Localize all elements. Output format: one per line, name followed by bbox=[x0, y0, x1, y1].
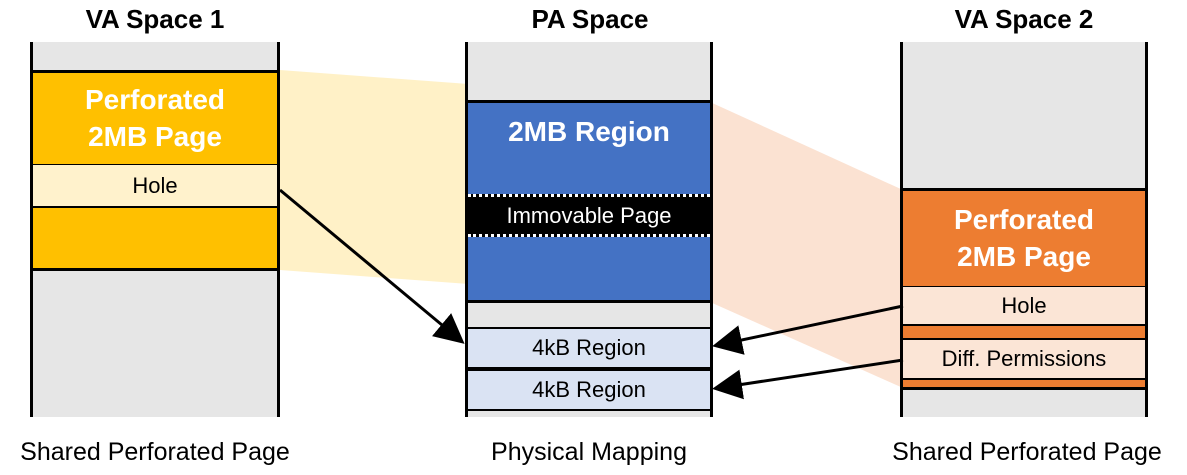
va2-caption: Shared Perforated Page bbox=[892, 438, 1162, 466]
va2-diff-permissions: Diff. Permissions bbox=[900, 338, 1148, 380]
va1-perforated-page: Perforated 2MB Page bbox=[30, 70, 280, 164]
arrow-va2-diff-to-4kb-b bbox=[712, 358, 904, 400]
va-space-2-title: VA Space 2 bbox=[954, 4, 1094, 34]
va2-perforated-strip-a bbox=[900, 326, 1148, 338]
pa-4kb-region-b-label: 4kB Region bbox=[532, 377, 646, 402]
va2-page-label-line1: Perforated bbox=[953, 203, 1095, 235]
va1-page-label-line1: Perforated bbox=[84, 83, 226, 115]
pa-space-title: PA Space bbox=[531, 4, 649, 34]
va1-perforated-page-lower bbox=[30, 208, 280, 271]
pa-4kb-region-a: 4kB Region bbox=[465, 327, 713, 369]
va-space-1-title: VA Space 1 bbox=[85, 4, 225, 34]
pa-immovable-page-label: Immovable Page bbox=[506, 202, 672, 228]
va1-page-label-line2: 2MB Page bbox=[88, 120, 222, 152]
va1-caption: Shared Perforated Page bbox=[20, 438, 290, 466]
pa-4kb-region-a-label: 4kB Region bbox=[532, 335, 646, 360]
va2-page-label-line2: 2MB Page bbox=[957, 240, 1091, 272]
va1-hole-label: Hole bbox=[132, 172, 178, 198]
pa-4kb-region-b: 4kB Region bbox=[465, 369, 713, 411]
va2-perforated-strip-b bbox=[900, 380, 1148, 390]
pa-2mb-region-label: 2MB Region bbox=[508, 115, 670, 147]
va2-hole-label: Hole bbox=[1001, 292, 1047, 318]
pa-immovable-page: Immovable Page bbox=[468, 194, 710, 237]
va2-perforated-page: Perforated 2MB Page bbox=[900, 188, 1148, 286]
arrow-va1-hole-to-4kb-a bbox=[279, 188, 465, 344]
va1-hole: Hole bbox=[30, 164, 280, 208]
arrow-va2-hole-to-4kb-a bbox=[712, 304, 904, 355]
va2-diff-permissions-label: Diff. Permissions bbox=[941, 346, 1107, 371]
pa-caption: Physical Mapping bbox=[491, 438, 687, 466]
